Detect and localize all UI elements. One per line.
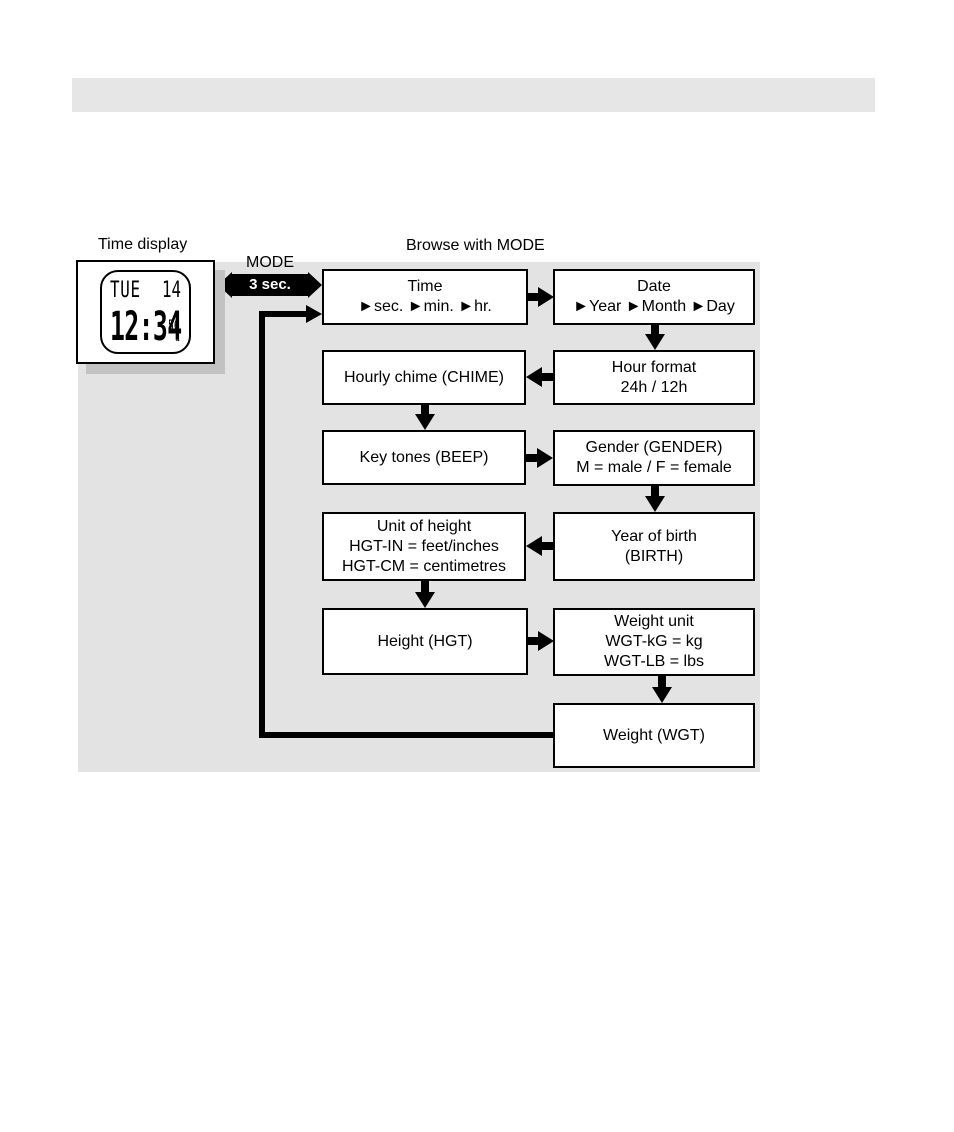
mode-arrow-shaft <box>230 274 310 296</box>
arrow-time-date-shaft <box>528 293 542 301</box>
box-height-title: Height (HGT) <box>377 632 473 650</box>
arrow-birth-unit-head <box>526 536 542 556</box>
box-weight: Weight (WGT) <box>553 703 755 768</box>
watch-day: TUE <box>110 278 141 303</box>
box-weight-unit: Weight unit WGT-kG = kg WGT-LB = lbs <box>553 608 755 676</box>
arrow-wunit-weight-shaft <box>658 676 666 690</box>
watch-seconds: 56 <box>168 318 180 334</box>
box-hour-format: Hour format 24h / 12h <box>553 350 755 405</box>
box-key-tones: Key tones (BEEP) <box>322 430 526 485</box>
box-weight-unit-title: Weight unit <box>614 613 694 630</box>
arrow-height-wunit-shaft <box>528 637 542 645</box>
box-height: Height (HGT) <box>322 608 528 675</box>
watch-date: 14 <box>162 278 182 303</box>
arrow-wunit-weight-head <box>652 687 672 703</box>
arrow-beep-gender-head <box>537 448 553 468</box>
watch-time: 12:34 <box>110 304 182 350</box>
box-time: Time ►sec. ►min. ►hr. <box>322 269 528 325</box>
header-bar <box>72 78 875 112</box>
box-weight-unit-lbs: WGT-LB = lbs <box>603 653 705 670</box>
time-display-label: Time display <box>98 236 188 253</box>
arrow-chime-beep-shaft <box>421 404 429 418</box>
box-hour-format-detail: 24h / 12h <box>620 378 688 396</box>
mode-arrow-right-head <box>308 272 322 298</box>
box-year-of-birth-detail: (BIRTH) <box>624 547 684 565</box>
box-unit-of-height: Unit of height HGT-IN = feet/inches HGT-… <box>322 512 526 581</box>
mode-label: MODE <box>246 254 294 271</box>
box-time-detail: ►sec. ►min. ►hr. <box>358 298 492 315</box>
arrow-time-date-head <box>538 287 554 307</box>
box-gender-title: Gender (GENDER) <box>585 439 723 456</box>
mode-arrow-left-head <box>218 272 232 298</box>
box-weight-title: Weight (WGT) <box>603 726 705 744</box>
box-weight-unit-kg: WGT-kG = kg <box>605 633 703 650</box>
arrow-chime-beep-head <box>415 414 435 430</box>
return-loop-line <box>259 311 553 738</box>
arrow-height-wunit-head <box>538 631 554 651</box>
box-year-of-birth: Year of birth (BIRTH) <box>553 512 755 581</box>
box-unit-of-height-title: Unit of height <box>376 517 472 535</box>
box-key-tones-title: Key tones (BEEP) <box>359 448 489 466</box>
arrow-hour-chime-shaft <box>538 373 553 381</box>
arrow-unit-height-shaft <box>421 580 429 594</box>
arrow-birth-unit-shaft <box>538 542 553 550</box>
box-gender: Gender (GENDER) M = male / F = female <box>553 430 755 486</box>
arrow-date-hour-head <box>645 334 665 350</box>
box-year-of-birth-title: Year of birth <box>611 527 697 545</box>
arrow-gender-birth-head <box>645 496 665 512</box>
arrow-hour-chime-head <box>526 367 542 387</box>
browse-label: Browse with MODE <box>406 237 545 254</box>
box-time-title: Time <box>407 278 443 295</box>
arrow-date-hour-shaft <box>651 324 659 338</box>
watch-indicator-icon: ▪▪ <box>176 338 180 344</box>
box-hourly-chime-title: Hourly chime (CHIME) <box>343 368 504 386</box>
box-date: Date ►Year ►Month ►Day <box>553 269 755 325</box>
watch-face: TUE 14 12:34 56 ▪▪ <box>100 270 191 354</box>
arrow-gender-birth-shaft <box>651 485 659 499</box>
box-gender-detail: M = male / F = female <box>576 459 732 476</box>
arrow-unit-height-head <box>415 592 435 608</box>
box-hourly-chime: Hourly chime (CHIME) <box>322 350 526 405</box>
box-date-detail: ►Year ►Month ►Day <box>573 298 735 315</box>
box-unit-of-height-inches: HGT-IN = feet/inches <box>349 537 499 555</box>
mode-duration: 3 sec. <box>249 276 291 293</box>
box-hour-format-title: Hour format <box>611 358 697 376</box>
box-unit-of-height-cm: HGT-CM = centimetres <box>341 557 507 575</box>
box-date-title: Date <box>637 278 671 295</box>
watch-display: TUE 14 12:34 56 ▪▪ <box>76 260 215 364</box>
return-loop-arrowhead <box>306 305 322 323</box>
arrow-beep-gender-shaft <box>526 454 540 462</box>
